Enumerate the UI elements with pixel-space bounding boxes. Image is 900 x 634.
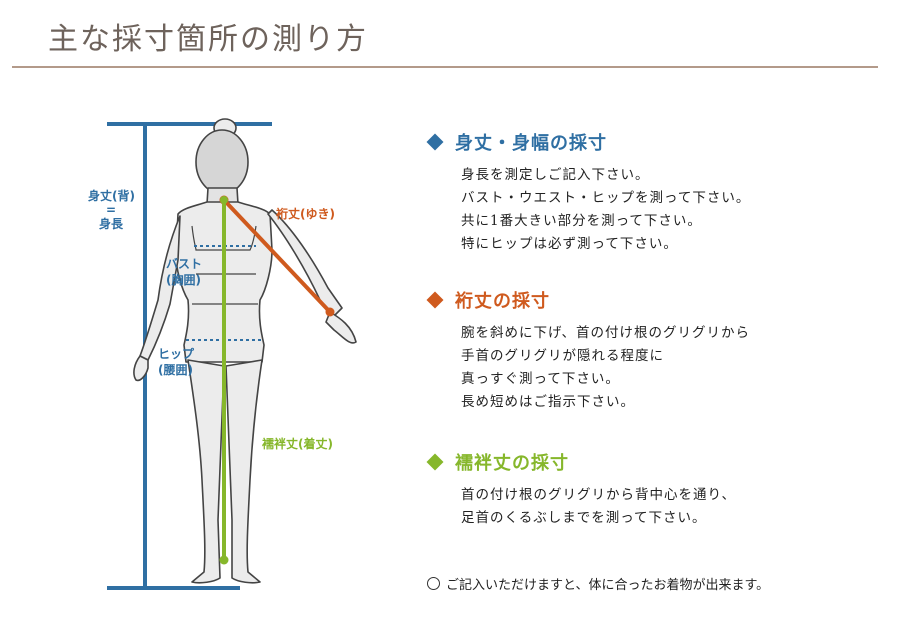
text-line: 手首のグリグリが隠れる程度に bbox=[461, 348, 664, 364]
text-line: 特にヒップは必ず測って下さい。 bbox=[461, 236, 678, 252]
text-line: 身長を測定しご記入下さい。 bbox=[461, 167, 650, 183]
text-line: 共に1番大きい部分を測って下さい。 bbox=[461, 213, 702, 229]
diamond-icon bbox=[426, 133, 444, 151]
text-line: 長め短めはご指示下さい。 bbox=[461, 394, 635, 410]
section-body-length: 身丈・身幅の採寸 身長を測定しご記入下さい。 バスト・ウエスト・ヒップを測って下… bbox=[425, 128, 750, 256]
section-title: 身丈・身幅の採寸 bbox=[455, 133, 607, 154]
section-text: 首の付け根のグリグリから背中心を通り、 足首のくるぶしまでを測って下さい。 bbox=[461, 484, 736, 530]
juban-start-dot bbox=[220, 196, 228, 204]
label-height-2: 身長 bbox=[99, 216, 124, 231]
diamond-icon bbox=[426, 291, 444, 309]
text-line: 首の付け根のグリグリから背中心を通り、 bbox=[461, 487, 736, 503]
page-title: 主な採寸箇所の測り方 bbox=[48, 22, 368, 57]
text-line: 真っすぐ測って下さい。 bbox=[461, 371, 620, 387]
label-hip-2: (腰囲) bbox=[158, 362, 193, 377]
text-line: 足首のくるぶしまでを測って下さい。 bbox=[461, 510, 707, 526]
footer-note: ご記入いただけますと、体に合ったお着物が出来ます。 bbox=[427, 574, 769, 593]
label-juban: 襦袢丈(着丈) bbox=[262, 436, 333, 451]
yuki-measure-line bbox=[222, 198, 332, 314]
section-yuki: 裄丈の採寸 腕を斜めに下げ、首の付け根のグリグリから 手首のグリグリが隠れる程度… bbox=[425, 286, 750, 414]
label-height-1: 身丈(背) bbox=[88, 188, 135, 203]
section-text: 腕を斜めに下げ、首の付け根のグリグリから 手首のグリグリが隠れる程度に 真っすぐ… bbox=[461, 322, 750, 414]
label-bust-1: バスト bbox=[166, 257, 202, 271]
section-text: 身長を測定しご記入下さい。 バスト・ウエスト・ヒップを測って下さい。 共に1番大… bbox=[461, 164, 750, 256]
label-bust-2: (胸囲) bbox=[166, 272, 201, 287]
diamond-icon bbox=[426, 453, 444, 471]
section-title: 裄丈の採寸 bbox=[455, 291, 550, 312]
juban-end-dot bbox=[219, 555, 229, 565]
title-divider bbox=[12, 66, 878, 68]
label-hip-1: ヒップ bbox=[158, 346, 195, 361]
yuki-end-dot bbox=[325, 307, 335, 317]
text-line: 腕を斜めに下げ、首の付け根のグリグリから bbox=[461, 325, 751, 341]
note-text: ご記入いただけますと、体に合ったお着物が出来ます。 bbox=[446, 578, 770, 593]
circle-icon bbox=[427, 577, 440, 590]
text-line: バスト・ウエスト・ヒップを測って下さい。 bbox=[461, 190, 751, 206]
body-measurement-figure: 身丈(背) = 身長 裄丈(ゆき) バスト (胸囲) ヒップ (腰囲) 襦袢丈(… bbox=[88, 118, 357, 590]
label-height-eq: = bbox=[106, 203, 116, 217]
section-juban: 襦袢丈の採寸 首の付け根のグリグリから背中心を通り、 足首のくるぶしまでを測って… bbox=[425, 448, 736, 530]
label-yuki: 裄丈(ゆき) bbox=[275, 206, 335, 221]
section-title: 襦袢丈の採寸 bbox=[455, 453, 569, 474]
